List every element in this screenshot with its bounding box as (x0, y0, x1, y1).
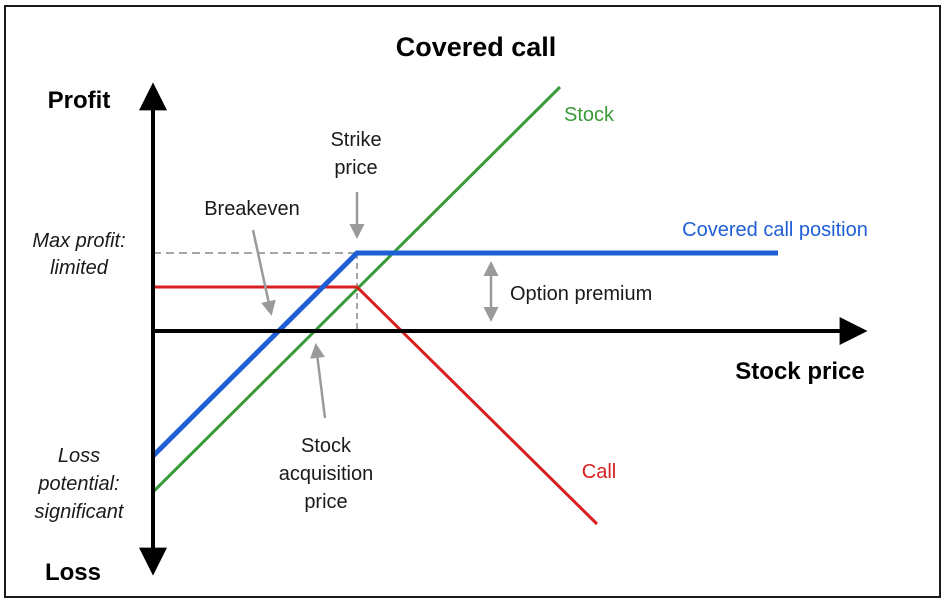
stock-line (151, 85, 562, 494)
call-line (153, 285, 599, 526)
acquisition-price-label-line1: Stock (301, 435, 352, 457)
y-axis-profit-label: Profit (48, 87, 111, 114)
stock-series-label: Stock (564, 104, 615, 126)
covered-call-series-label: Covered call position (682, 219, 868, 241)
strike-price-label-line2: price (334, 157, 377, 179)
breakeven-label: Breakeven (204, 198, 300, 220)
y-axis-loss-label: Loss (45, 559, 101, 586)
max-profit-label-line2: limited (50, 257, 109, 279)
strike-price-label-line1: Strike (330, 129, 381, 151)
covered-call-line (151, 250, 778, 458)
max-profit-label-line1: Max profit: (32, 230, 125, 252)
acquisition-price-label-line3: price (304, 491, 347, 513)
loss-potential-label-line1: Loss (58, 445, 100, 467)
diagram-title: Covered call (396, 32, 557, 62)
option-premium-label: Option premium (510, 283, 652, 305)
acquisition-price-label-line2: acquisition (279, 463, 374, 485)
call-series-label: Call (582, 461, 616, 483)
loss-potential-label-line2: potential: (37, 473, 119, 495)
acquisition-pointer-arrow (310, 343, 327, 419)
x-axis-label: Stock price (735, 358, 864, 385)
loss-potential-label-line3: significant (35, 501, 125, 523)
breakeven-pointer-arrow (251, 229, 276, 316)
